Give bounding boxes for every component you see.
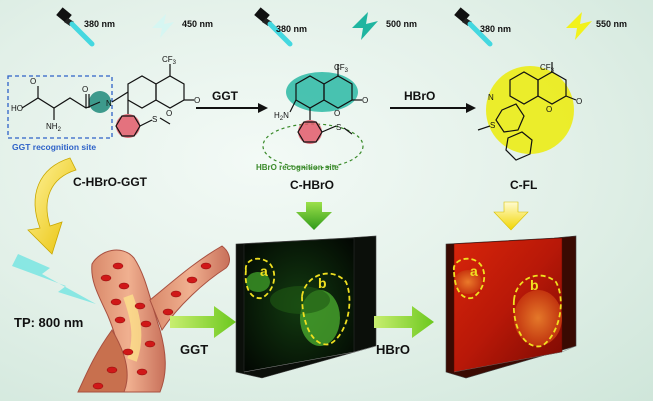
region-b-label-green: b xyxy=(318,275,327,291)
product-structure: CF3 O O N S xyxy=(477,62,582,161)
hbro-recognition-label: HBrO recognition site xyxy=(256,163,339,172)
emission-icon-550 xyxy=(566,12,592,40)
aryl-highlight-1 xyxy=(116,114,140,138)
cf3-label-3: CF3 xyxy=(540,63,555,74)
yellow-down-arrow xyxy=(493,201,529,231)
carbonyl-oxygen-1: O xyxy=(194,96,200,105)
emission-icon-450 xyxy=(152,14,174,38)
amide-nitrogen: N xyxy=(106,99,112,108)
carboxyl-oxygen: O xyxy=(30,77,36,86)
cf3-label-1: CF3 xyxy=(162,55,177,66)
hydroxyl-label: HO xyxy=(11,104,23,113)
cf3-label-2: CF3 xyxy=(334,63,349,74)
h2n-label: H2N xyxy=(274,111,289,122)
emission-wavelength-550: 550 nm xyxy=(596,19,627,29)
excitation-wavelength-1: 380 nm xyxy=(84,19,115,29)
imine-nitrogen: N xyxy=(488,93,494,102)
ring-oxygen-1: O xyxy=(166,109,172,118)
probe-name: C-HBrO-GGT xyxy=(73,175,148,189)
region-b-label-red: b xyxy=(530,277,539,293)
two-photon-label: TP: 800 nm xyxy=(14,315,83,330)
lower-label-hbro: HBrO xyxy=(376,342,410,357)
sulfur-label-1: S xyxy=(152,115,157,124)
intermediate-name: C-HBrO xyxy=(290,178,334,192)
amide-oxygen: O xyxy=(82,85,88,94)
blood-vessel-illustration xyxy=(77,245,230,393)
carbonyl-oxygen-2: O xyxy=(362,96,368,105)
ring-oxygen-3: O xyxy=(546,105,552,114)
excitation-wavelength-3: 380 nm xyxy=(480,24,511,34)
emission-wavelength-450: 450 nm xyxy=(182,19,213,29)
reaction-label-ggt: GGT xyxy=(212,89,239,103)
ggt-recognition-label: GGT recognition site xyxy=(12,142,96,152)
excitation-icon-3 xyxy=(454,7,493,47)
intermediate-structure: CF3 O O H2N S HBrO recognition site xyxy=(256,63,368,172)
lower-arrow-hbro xyxy=(374,306,434,338)
green-down-arrow xyxy=(296,202,332,230)
aryl-highlight-2 xyxy=(298,120,322,144)
emission-wavelength-500: 500 nm xyxy=(386,19,417,29)
excitation-wavelength-2: 380 nm xyxy=(276,24,307,34)
sulfur-label-2: S xyxy=(336,123,341,132)
product-name: C-FL xyxy=(510,178,537,192)
region-a-label-red: a xyxy=(470,263,478,279)
sulfur-label-3: S xyxy=(490,121,495,130)
curved-down-arrow xyxy=(27,157,77,255)
excitation-icon-1 xyxy=(56,7,95,47)
coumarin-highlight xyxy=(286,72,358,112)
two-photon-bolt xyxy=(12,254,96,304)
carbonyl-oxygen-3: O xyxy=(576,97,582,106)
excitation-icon-2 xyxy=(254,7,293,47)
probe-structure: O HO NH2 O N CF3 O O S GGT recognition s… xyxy=(7,55,200,152)
ring-oxygen-2: O xyxy=(334,109,340,118)
ggt-fluorescence-image xyxy=(235,235,377,379)
region-a-label-green: a xyxy=(260,263,268,279)
amine-label: NH2 xyxy=(46,122,62,133)
emission-icon-500 xyxy=(352,12,378,40)
ggt-recognition-box xyxy=(7,75,113,139)
hbro-fluorescence-image xyxy=(445,235,577,379)
reaction-label-hbro: HBrO xyxy=(404,89,435,103)
fluorophore-highlight xyxy=(486,66,574,154)
lower-arrow-ggt xyxy=(170,306,236,338)
lower-label-ggt: GGT xyxy=(180,342,208,357)
